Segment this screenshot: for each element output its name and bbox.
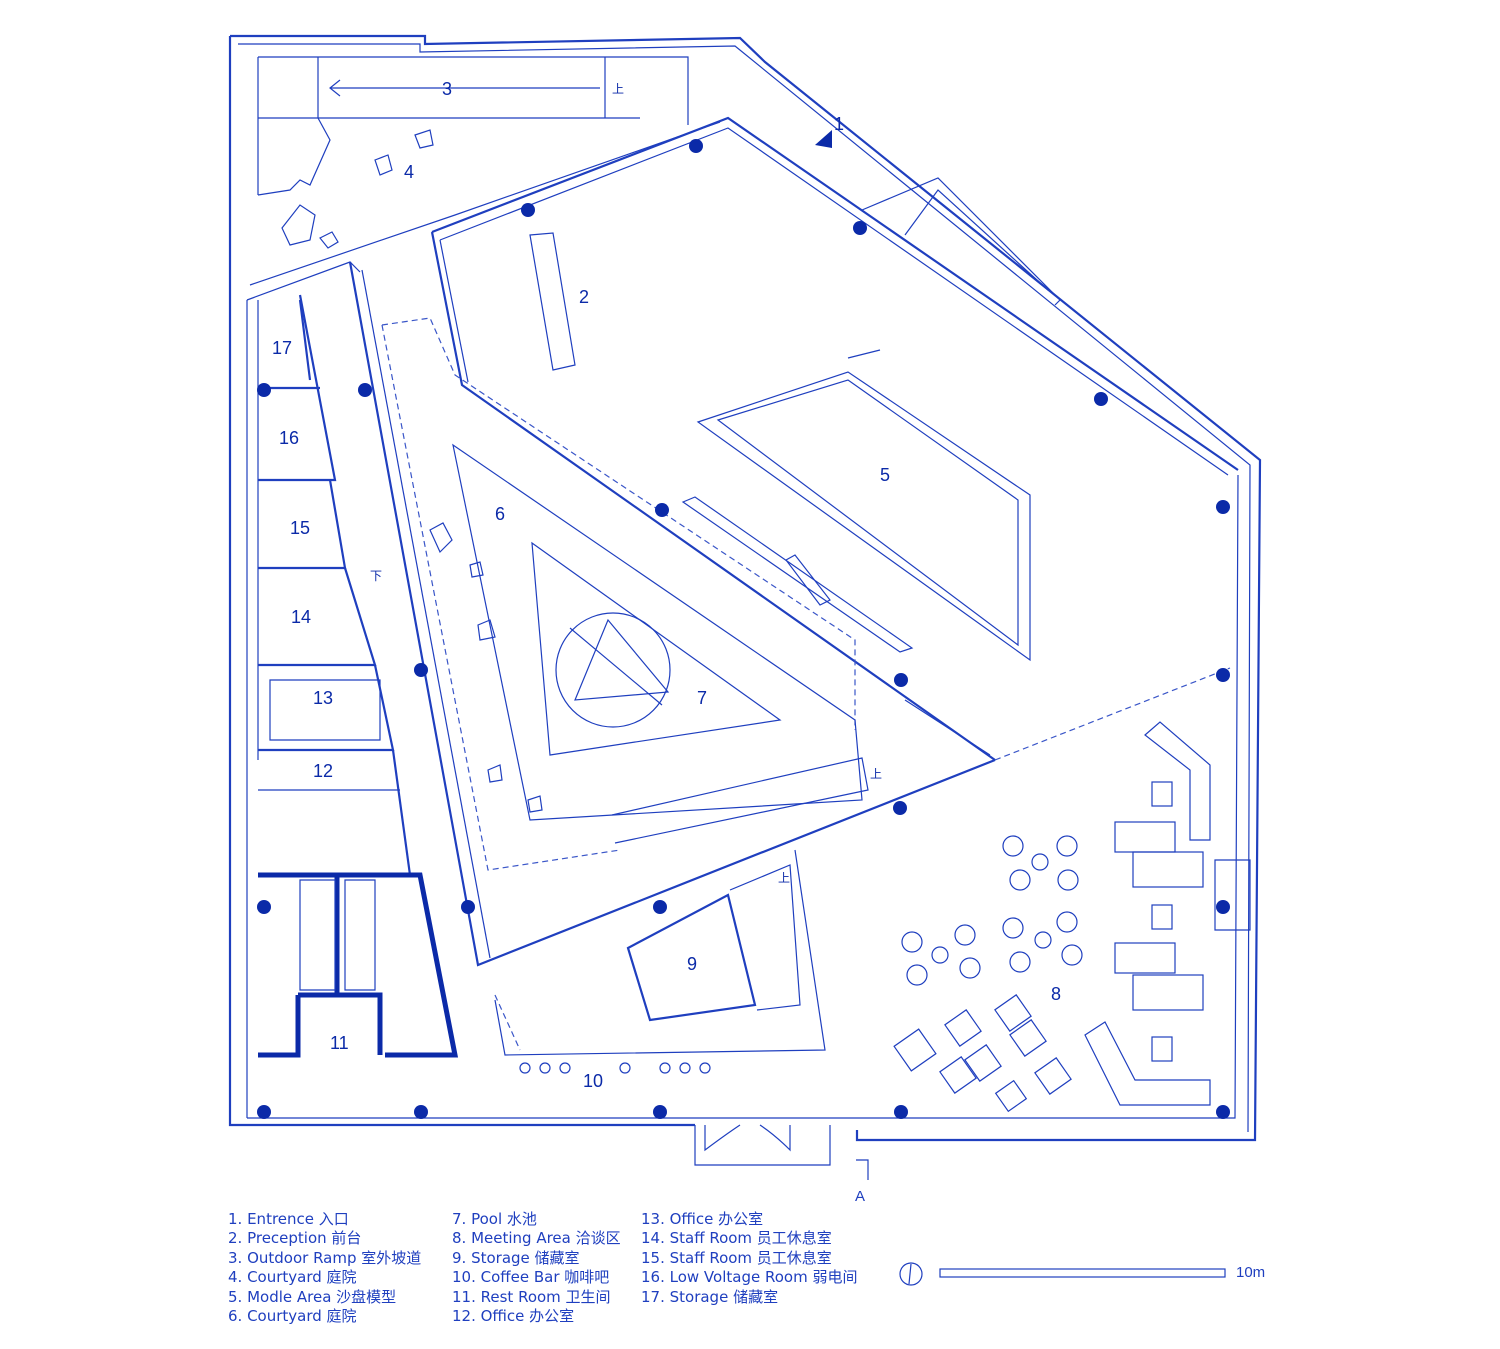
column-icon: [521, 203, 535, 217]
legend-item: 12. Office 办公室: [452, 1306, 575, 1325]
column-icon: [1216, 500, 1230, 514]
column-icon: [257, 900, 271, 914]
column-icon: [257, 1105, 271, 1119]
stair-up-label: 上: [870, 767, 882, 781]
courtyard-pool: [381, 317, 869, 871]
room-numbers: 1 2 3 4 5 6 7 8 9 10 11 12 13 14 15 16 1…: [272, 79, 1061, 1091]
legend-item: 1. Entrence 入口: [228, 1210, 349, 1228]
column-icon: [257, 383, 271, 397]
model-area: [681, 349, 1031, 662]
left-rooms: [258, 294, 459, 1058]
column-icon: [1094, 392, 1108, 406]
columns: [257, 139, 1230, 1119]
column-icon: [414, 663, 428, 677]
legend: 1. Entrence 入口 2. Preception 前台 3. Outdo…: [228, 1210, 928, 1330]
room-number-12: 12: [313, 761, 333, 781]
column-icon: [689, 139, 703, 153]
room-number-7: 7: [697, 688, 707, 708]
room-number-13: 13: [313, 688, 333, 708]
stair-up-label: 上: [612, 82, 624, 96]
column-icon: [894, 1105, 908, 1119]
legend-item: 8. Meeting Area 洽谈区: [452, 1229, 621, 1248]
entrance-arrow-icon: [815, 130, 832, 148]
stair-markers: 上 上 上 下: [370, 82, 882, 885]
room-number-5: 5: [880, 465, 890, 485]
room-number-4: 4: [404, 162, 414, 182]
legend-item: 5. Modle Area 沙盘模型: [228, 1287, 397, 1306]
outer-walls: [228, 34, 1262, 1142]
room-number-16: 16: [279, 428, 299, 448]
entrance-doors: [694, 859, 1251, 1180]
scale-and-north: [899, 1262, 1226, 1286]
legend-item: 6. Courtyard 庭院: [228, 1306, 357, 1325]
storage-coffee: [494, 849, 826, 1074]
room-number-14: 14: [291, 607, 311, 627]
legend-item: 10. Coffee Bar 咖啡吧: [452, 1268, 610, 1287]
legend-item: 11. Rest Room 卫生间: [452, 1287, 611, 1306]
scale-label: 10m: [1236, 1264, 1266, 1281]
room-number-1: 1: [834, 114, 844, 134]
column-icon: [358, 383, 372, 397]
legend-item: 14. Staff Room 员工休息室: [641, 1229, 832, 1248]
legend-item: 17. Storage 储藏室: [641, 1287, 779, 1306]
column-icon: [414, 1105, 428, 1119]
stair-up-label: 上: [778, 871, 790, 885]
column-icon: [653, 1105, 667, 1119]
legend-item: 16. Low Voltage Room 弱电间: [641, 1268, 858, 1287]
legend-column-2: 7. Pool 水池 8. Meeting Area 洽谈区 9. Storag…: [452, 1210, 621, 1326]
north-arrow-icon: [899, 1262, 923, 1286]
legend-item: 15. Staff Room 员工休息室: [641, 1248, 832, 1267]
central-walls: [348, 261, 1231, 967]
legend-item: 7. Pool 水池: [452, 1210, 537, 1228]
legend-item: 13. Office 办公室: [641, 1210, 764, 1228]
stair-down-label: 下: [370, 569, 382, 583]
column-icon: [1216, 900, 1230, 914]
legend-item: 4. Courtyard 庭院: [228, 1268, 357, 1287]
room-number-10: 10: [583, 1071, 603, 1091]
room-number-11: 11: [330, 1033, 349, 1053]
column-icon: [653, 900, 667, 914]
column-icon: [893, 801, 907, 815]
column-icon: [894, 673, 908, 687]
room-number-9: 9: [687, 954, 697, 974]
outdoor-ramp-area: [249, 57, 721, 286]
column-icon: [655, 503, 669, 517]
room-number-3: 3: [442, 79, 452, 99]
column-icon: [853, 221, 867, 235]
room-number-17: 17: [272, 338, 292, 358]
legend-column-1: 1. Entrence 入口 2. Preception 前台 3. Outdo…: [228, 1210, 421, 1326]
legend-item: 9. Storage 储藏室: [452, 1248, 580, 1267]
meeting-furniture: [893, 721, 1211, 1113]
room-number-6: 6: [495, 504, 505, 524]
column-icon: [1216, 668, 1230, 682]
room-number-2: 2: [579, 287, 589, 307]
legend-item: 2. Preception 前台: [228, 1229, 362, 1248]
reception-hall-walls: [430, 116, 1239, 761]
column-icon: [461, 900, 475, 914]
scale-bar: [939, 1268, 1226, 1278]
section-marker: A: [855, 1188, 866, 1205]
room-number-8: 8: [1051, 984, 1061, 1004]
column-icon: [1216, 1105, 1230, 1119]
legend-item: 3. Outdoor Ramp 室外坡道: [228, 1248, 422, 1267]
room-number-15: 15: [290, 518, 310, 538]
legend-column-3: 13. Office 办公室 14. Staff Room 员工休息室 15. …: [641, 1210, 857, 1307]
